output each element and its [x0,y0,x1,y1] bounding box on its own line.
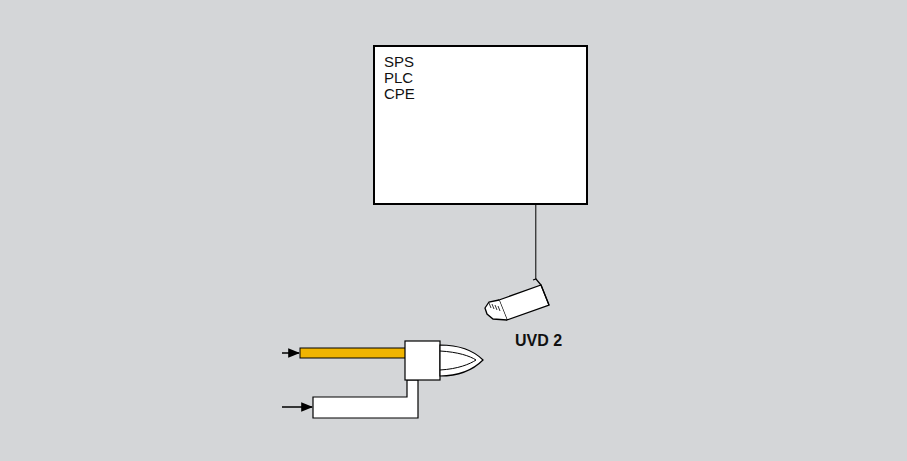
sensor-symbol [475,278,570,328]
nozzle-inner [440,351,476,370]
sensor-label: UVD 2 [515,332,562,350]
signal-cable [535,205,536,279]
box-label: SPS PLC CPE [384,54,415,101]
nozzle [440,345,483,376]
uv-sensor: UVD 2 [475,278,570,328]
white-tube [313,380,418,418]
flow-arrow [282,352,299,354]
flow-arrow [282,406,312,408]
plc-box: SPS PLC CPE [373,45,588,205]
valve-block [405,341,440,380]
yellow-tube [300,348,407,358]
